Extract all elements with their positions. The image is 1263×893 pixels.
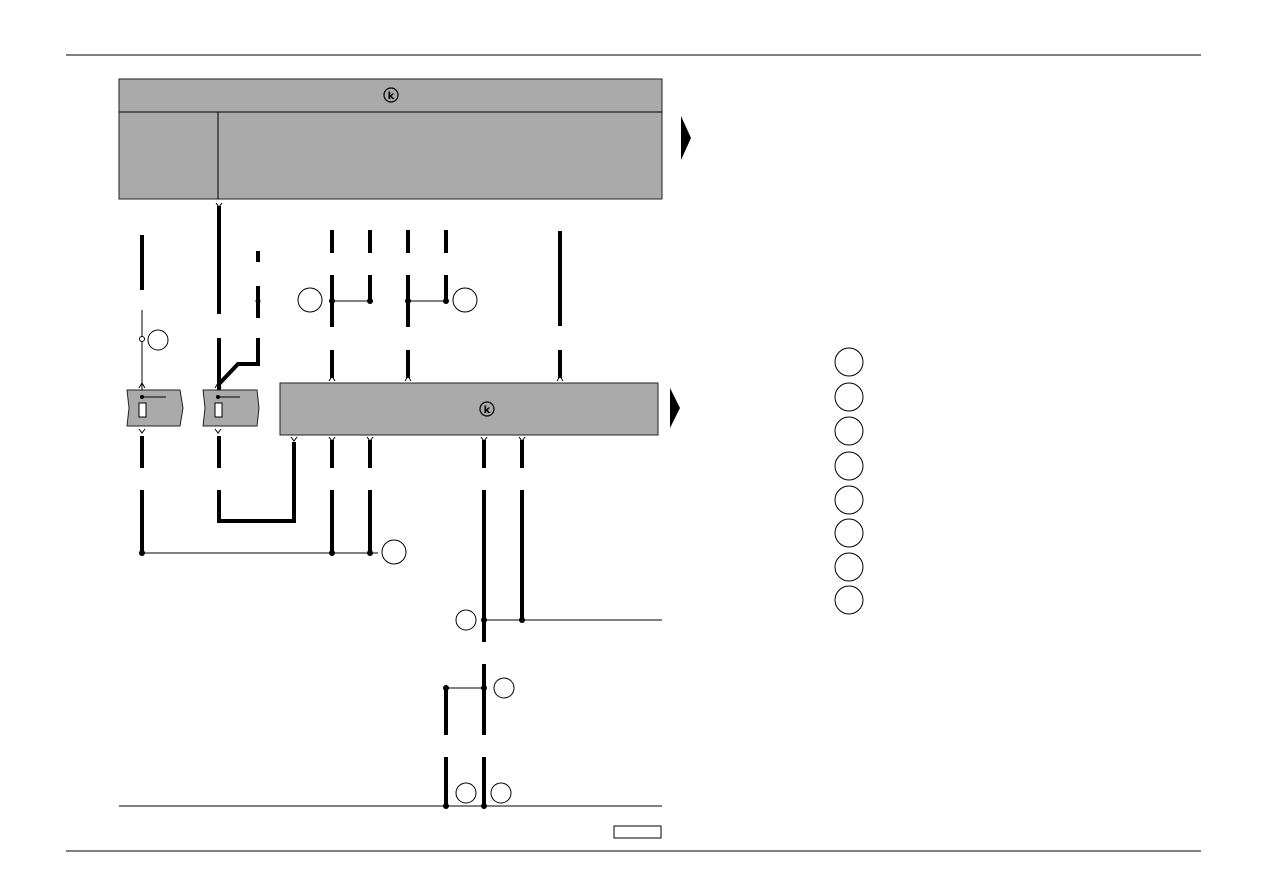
ref-circle xyxy=(493,677,515,699)
lower-module-k-label: k xyxy=(484,405,491,416)
continuation-arrow-top xyxy=(681,116,691,160)
legend-circle xyxy=(834,416,864,446)
ref-circle xyxy=(381,539,407,565)
ref-circle xyxy=(297,287,323,313)
junction-dots xyxy=(139,298,525,809)
legend-circle xyxy=(834,347,864,377)
legend-circle xyxy=(834,485,864,515)
top-module-k-label: k xyxy=(388,91,395,102)
legend-circle xyxy=(834,451,864,481)
ref-circle xyxy=(452,287,478,313)
top-module-k-symbol: k xyxy=(383,87,399,103)
legend-circle xyxy=(834,552,864,582)
ref-circle xyxy=(490,782,512,804)
ref-circle xyxy=(147,329,169,351)
connector-marks xyxy=(138,202,564,442)
lower-module: k xyxy=(279,382,659,436)
legend-circle xyxy=(834,585,864,615)
legend-circle xyxy=(834,518,864,548)
legend-circle xyxy=(834,382,864,412)
fuse-holder-right xyxy=(202,389,260,427)
fuse-holder-left xyxy=(126,389,184,427)
ref-circle xyxy=(455,609,477,631)
legend xyxy=(834,347,864,615)
reference-circles xyxy=(147,287,515,804)
top-module: k xyxy=(118,78,663,200)
lower-module-k-symbol: k xyxy=(479,401,495,417)
ref-circle xyxy=(455,782,477,804)
continuation-arrow-lower xyxy=(670,388,680,428)
wires xyxy=(119,206,662,807)
page-reference-box xyxy=(613,825,662,839)
